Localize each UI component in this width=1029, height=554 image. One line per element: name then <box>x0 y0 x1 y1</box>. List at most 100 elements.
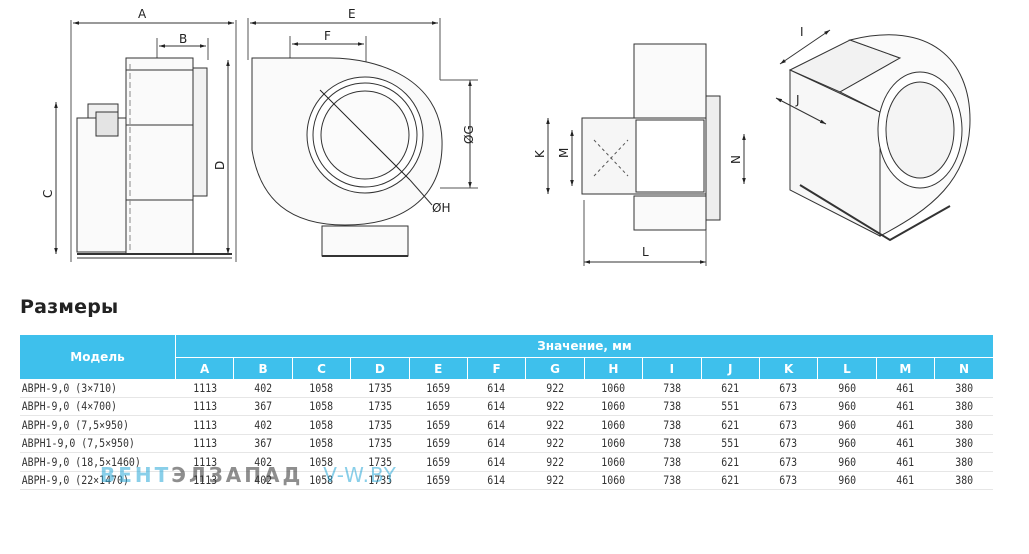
column-header-g: G <box>525 357 585 379</box>
value-cell-b: 367 <box>254 399 273 414</box>
value-cell-k: 673 <box>779 436 798 451</box>
value-cell-k: 673 <box>779 380 798 395</box>
column-header-m: M <box>876 357 936 379</box>
value-cell-a: 1113 <box>192 454 217 469</box>
value-cell-m: 461 <box>896 454 915 469</box>
column-header-n: N <box>934 357 993 379</box>
value-cell-k: 673 <box>779 454 798 469</box>
section-title: Размеры <box>20 296 119 318</box>
column-header-e: E <box>409 357 468 379</box>
front-view-drawing <box>247 18 478 257</box>
value-cell-h: 1060 <box>601 417 626 432</box>
value-cell-j: 621 <box>721 417 740 432</box>
model-cell: АВРН1-9,0 (7,5×950) <box>21 436 135 451</box>
value-cell-c: 1058 <box>309 454 334 469</box>
value-cell-n: 380 <box>954 454 973 469</box>
value-cell-i: 738 <box>662 436 681 451</box>
value-cell-d: 1735 <box>367 380 392 395</box>
model-cell: АВРН-9,0 (22×1470) <box>21 473 129 488</box>
value-cell-c: 1058 <box>309 399 334 414</box>
value-cell-d: 1735 <box>367 436 392 451</box>
value-cell-b: 402 <box>254 417 273 432</box>
value-cell-e: 1659 <box>426 399 451 414</box>
column-header-l: L <box>817 357 877 379</box>
value-cell-c: 1058 <box>309 417 334 432</box>
drawings-svg: A B C D E F ØG ØH I J K L M N <box>41 7 971 266</box>
value-cell-l: 960 <box>838 454 856 469</box>
value-cell-d: 1735 <box>367 417 392 432</box>
value-cell-j: 621 <box>721 473 740 488</box>
dim-label-f: F <box>324 29 331 43</box>
value-cell-f: 614 <box>487 436 506 451</box>
value-cell-e: 1659 <box>426 380 451 395</box>
value-cell-e: 1659 <box>426 417 451 432</box>
value-cell-k: 673 <box>779 417 798 432</box>
value-cell-j: 621 <box>721 380 740 395</box>
value-cell-n: 380 <box>954 417 973 432</box>
column-header-h: H <box>584 357 644 379</box>
value-cell-n: 380 <box>954 380 973 395</box>
value-cell-c: 1058 <box>309 380 334 395</box>
dim-label-a: A <box>138 7 147 21</box>
dim-label-e: E <box>348 7 356 21</box>
value-cell-j: 551 <box>721 436 740 451</box>
value-cell-a: 1113 <box>192 473 217 488</box>
value-cell-k: 673 <box>779 399 798 414</box>
value-cell-g: 922 <box>546 436 564 451</box>
column-header-i: I <box>642 357 702 379</box>
column-header-j: J <box>701 357 760 379</box>
column-header-b: B <box>233 357 293 379</box>
column-header-f: F <box>467 357 527 379</box>
value-cell-f: 614 <box>487 473 506 488</box>
isometric-drawing <box>775 29 971 242</box>
value-cell-i: 738 <box>662 417 681 432</box>
value-cell-a: 1113 <box>192 399 217 414</box>
value-cell-f: 614 <box>487 380 506 395</box>
dim-label-i: I <box>800 25 804 39</box>
value-cell-e: 1659 <box>426 436 451 451</box>
value-cell-d: 1735 <box>367 399 392 414</box>
dim-label-g: ØG <box>462 125 476 144</box>
value-cell-b: 402 <box>254 454 273 469</box>
side-view-drawing <box>54 20 237 262</box>
column-header-c: C <box>292 357 352 379</box>
value-cell-i: 738 <box>662 473 681 488</box>
value-cell-e: 1659 <box>426 473 451 488</box>
value-cell-m: 461 <box>896 473 915 488</box>
value-cell-a: 1113 <box>192 436 217 451</box>
value-cell-m: 461 <box>896 399 915 414</box>
dim-label-m: M <box>557 148 571 158</box>
value-cell-g: 922 <box>546 417 564 432</box>
dim-label-l: L <box>642 245 649 259</box>
value-cell-g: 922 <box>546 454 564 469</box>
value-cell-h: 1060 <box>601 473 626 488</box>
value-cell-g: 922 <box>546 399 564 414</box>
value-cell-h: 1060 <box>601 380 626 395</box>
value-cell-l: 960 <box>838 399 856 414</box>
value-cell-g: 922 <box>546 380 564 395</box>
value-cell-c: 1058 <box>309 473 334 488</box>
model-cell: АВРН-9,0 (7,5×950) <box>21 417 129 432</box>
value-cell-j: 621 <box>721 454 740 469</box>
dimension-labels: A B C D E F ØG ØH I J K L M N <box>41 7 804 259</box>
dim-label-j: J <box>795 93 800 107</box>
value-cell-i: 738 <box>662 454 681 469</box>
value-cell-f: 614 <box>487 417 506 432</box>
table-row: АВРН-9,0 (4×700) 1113 367 1058 1735 1659 614 92… <box>20 397 993 416</box>
value-cell-l: 960 <box>838 380 856 395</box>
value-cell-f: 614 <box>487 399 506 414</box>
model-cell: АВРН-9,0 (4×700) <box>21 399 117 414</box>
value-cell-b: 402 <box>254 473 273 488</box>
dim-label-b: B <box>179 32 187 46</box>
value-cell-h: 1060 <box>601 399 626 414</box>
value-cell-h: 1060 <box>601 454 626 469</box>
value-cell-e: 1659 <box>426 454 451 469</box>
value-cell-l: 960 <box>838 436 856 451</box>
value-cell-a: 1113 <box>192 380 217 395</box>
value-cell-j: 551 <box>721 399 740 414</box>
value-cell-k: 673 <box>779 473 798 488</box>
